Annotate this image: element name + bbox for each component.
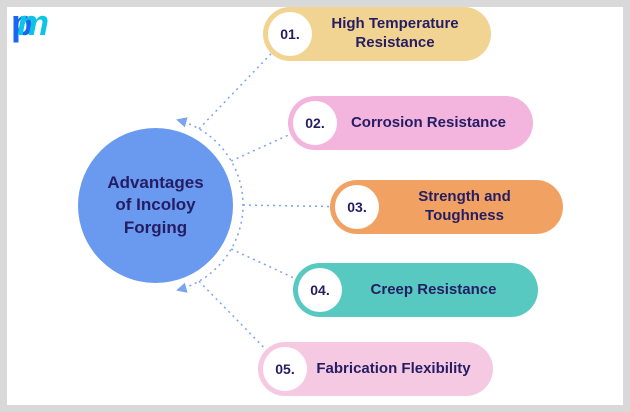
advantage-label-2: Corrosion Resistance [350,113,507,131]
advantage-label-5: Fabrication Flexibility [316,359,471,377]
advantage-label-1: High Temperature Resistance [331,15,459,51]
advantage-label-3: Strength and Toughness [418,188,511,224]
number-badge-3: 03. [335,185,379,229]
pm-logo: pm [11,3,49,43]
advantage-pill-3: 03. Strength and Toughness [330,180,563,234]
logo-letter-m: m [17,2,50,43]
center-topic-circle: Advantages of Incoloy Forging [78,128,233,283]
advantage-pill-5: 05. Fabrication Flexibility [258,342,493,396]
number-badge-1: 01. [268,12,312,56]
advantage-pill-4: 04. Creep Resistance [293,263,538,317]
center-topic-label: Advantages of Incoloy Forging [107,173,204,237]
number-badge-4: 04. [298,268,342,312]
infographic-canvas: pm Advantages of Incoloy Forging 01. Hig… [7,3,623,405]
advantage-pill-1: 01. High Temperature Resistance [263,7,491,61]
number-badge-5: 05. [263,347,307,391]
number-badge-2: 02. [293,101,337,145]
advantage-pill-2: 02. Corrosion Resistance [288,96,533,150]
advantage-label-4: Creep Resistance [370,280,497,298]
logo-letter-p: p [11,2,33,43]
